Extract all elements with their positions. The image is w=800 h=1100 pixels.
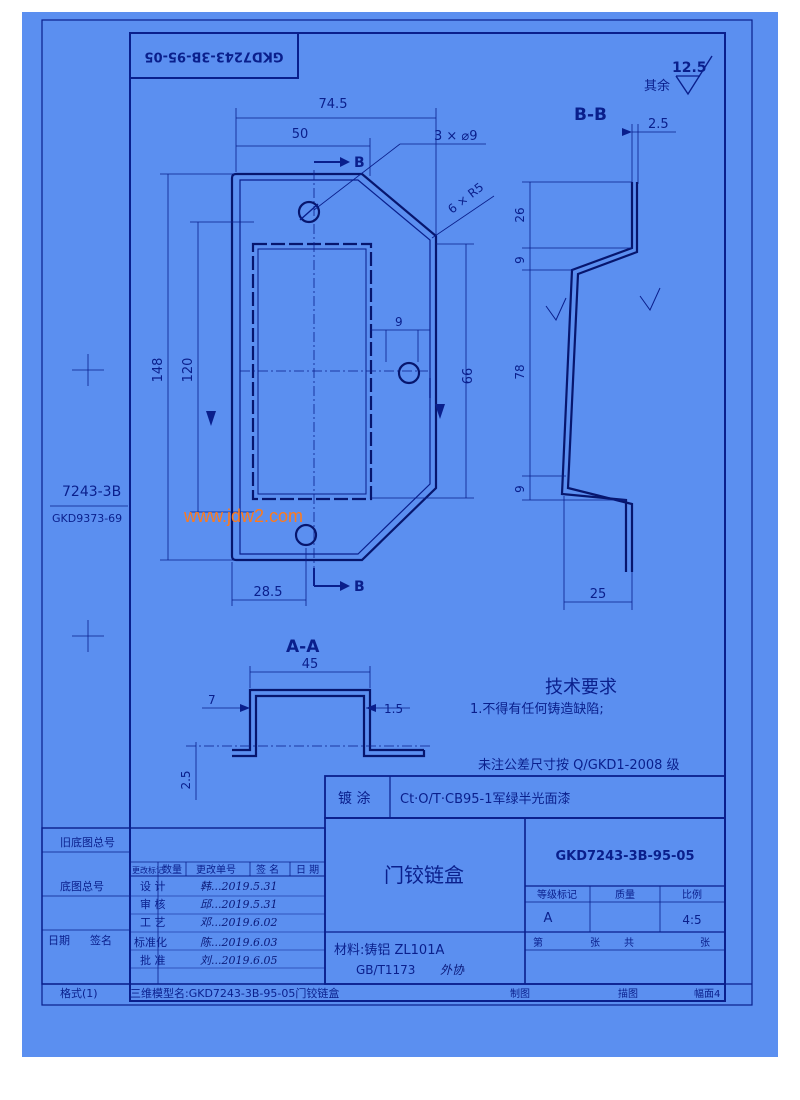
mass-label: 质量 [615, 889, 635, 901]
margin-code-2: GKD9373-69 [52, 512, 122, 525]
margin-code-1: 7243-3B [62, 484, 121, 500]
grade-label: 等级标记 [537, 888, 577, 901]
dim-aa-width: 45 [302, 657, 319, 672]
grade-value: A [544, 911, 553, 926]
outer-frame [41, 19, 753, 1006]
format-label: 格式(1) [60, 986, 98, 1000]
dim-height-left: 148 [151, 358, 166, 383]
model-label: 三维模型名:GKD7243-3B-95-05门铰链盒 [130, 986, 339, 1000]
main-outline [230, 172, 438, 562]
dim-aa-left: 7 [208, 693, 216, 707]
notes-item-1: 1.不得有任何铸造缺陷; [470, 701, 604, 717]
main-window [251, 242, 373, 501]
main-view: 74.5 50 3 × ⌀9 6 × R5 B B 148 120 [72, 97, 495, 652]
dim-bb-d1: 26 [513, 207, 527, 222]
signature-approve: 刘...2019.6.05 [200, 954, 277, 967]
sheet-label-4: 张 [700, 937, 710, 949]
scale-value: 4:5 [682, 913, 701, 927]
dim-aa-height: 2.5 [179, 770, 193, 789]
section-marker-b-bottom: B [354, 579, 365, 595]
drawn-label: 制图 [510, 987, 530, 1000]
section-aa-title: A-A [286, 637, 320, 657]
section-aa-view: A-A 45 7 1.5 2.5 [179, 637, 430, 800]
plating-label: 镀 涂 [338, 790, 370, 807]
main-window-inner [257, 248, 367, 495]
old-base-label: 旧底图总号 [60, 835, 115, 849]
plating-value: Ct·O/T·CB95-1军绿半光面漆 [400, 791, 571, 807]
dim-bb-d2: 9 [513, 256, 527, 264]
drawing-number: GKD7243-3B-95-05 [555, 849, 694, 864]
part-name: 门铰链盒 [384, 863, 464, 887]
base-label: 底图总号 [60, 879, 104, 893]
dim-hole-offset: 9 [395, 315, 403, 329]
bb-profile [560, 182, 634, 572]
material-handwritten: 外协 [440, 963, 465, 977]
rev-header-3: 签 名 [256, 863, 279, 876]
dim-height-inner: 120 [181, 358, 196, 383]
main-inner-outline [239, 179, 431, 555]
sheet-size-label: 幅面4 [694, 987, 720, 1000]
dim-aa-right: 1.5 [384, 702, 403, 716]
paper-background [22, 12, 778, 1057]
rev-header-4: 日 期 [296, 864, 319, 876]
signature-process: 邓...2019.6.02 [200, 916, 277, 929]
role-review: 审 核 [140, 897, 166, 911]
watermark-text: www.jdw2.com [183, 506, 303, 526]
signature-standard: 陈...2019.6.03 [200, 936, 277, 949]
rotated-drawing-code: GKD7243-3B-95-05 [144, 49, 283, 64]
section-arrow-a-left-icon [206, 411, 216, 426]
hole-top-icon [297, 200, 321, 224]
role-design: 设 计 [140, 880, 166, 893]
sign-label: 签名 [90, 933, 112, 947]
code-box [129, 32, 299, 79]
role-standard: 标准化 [134, 935, 167, 949]
section-bb-title: B-B [574, 105, 607, 125]
material-line-1: 材料:铸铝 ZL101A [334, 942, 444, 958]
bb-roughness-right-icon [639, 287, 661, 311]
sheet-label-3: 共 [624, 937, 634, 949]
dim-bb-d4: 9 [513, 485, 527, 493]
dim-bb-d3: 78 [513, 364, 527, 379]
inner-frame [129, 32, 726, 1002]
dim-bb-thickness: 2.5 [648, 117, 669, 132]
section-marker-b-top: B [354, 155, 365, 171]
hole-right-icon [397, 361, 421, 385]
hole-bottom-icon [294, 523, 318, 547]
dim-holes: 3 × ⌀9 [434, 129, 478, 144]
dim-bb-width: 25 [590, 587, 607, 602]
sheet-label-1: 第 [533, 936, 543, 949]
role-approve: 批 准 [140, 953, 166, 967]
tolerance-note: 未注公差尺寸按 Q/GKD1-2008 级 [478, 758, 680, 773]
traced-label: 描图 [618, 987, 638, 1000]
signature-design: 韩...2019.5.31 [200, 880, 277, 893]
date-label: 日期 [48, 934, 70, 947]
dim-inner-width: 50 [292, 127, 309, 142]
notes-title: 技术要求 [545, 677, 617, 698]
signature-review: 邱...2019.5.31 [200, 898, 277, 911]
dim-height-right: 99 [458, 368, 473, 385]
aa-profile [232, 688, 424, 752]
material-line-2: GB/T1173 [356, 963, 415, 977]
roughness-value: 12.5 [672, 60, 707, 76]
roughness-note: 其余 [644, 78, 670, 94]
rev-header-1: 数量 [162, 863, 182, 876]
roughness-symbol-icon [675, 55, 713, 96]
scale-label: 比例 [682, 888, 702, 901]
bb-profile-inner [566, 182, 639, 572]
bb-roughness-left-icon [545, 297, 567, 321]
rev-header-2: 更改单号 [196, 863, 236, 876]
rev-header-0: 更改标记 [132, 865, 164, 875]
role-process: 工 艺 [140, 916, 166, 929]
dim-overall-width: 74.5 [319, 97, 348, 112]
dim-bottom-width: 28.5 [254, 585, 283, 600]
sheet-label-2: 张 [590, 937, 600, 949]
title-block: 镀 涂 Ct·O/T·CB95-1军绿半光面漆 门铰链盒 GKD7243-3B-… [41, 775, 752, 1000]
aa-profile-inner [232, 694, 426, 758]
section-arrow-a-right-icon [435, 404, 445, 419]
section-bb-view: B-B 2.5 26 9 78 9 25 [513, 105, 676, 610]
